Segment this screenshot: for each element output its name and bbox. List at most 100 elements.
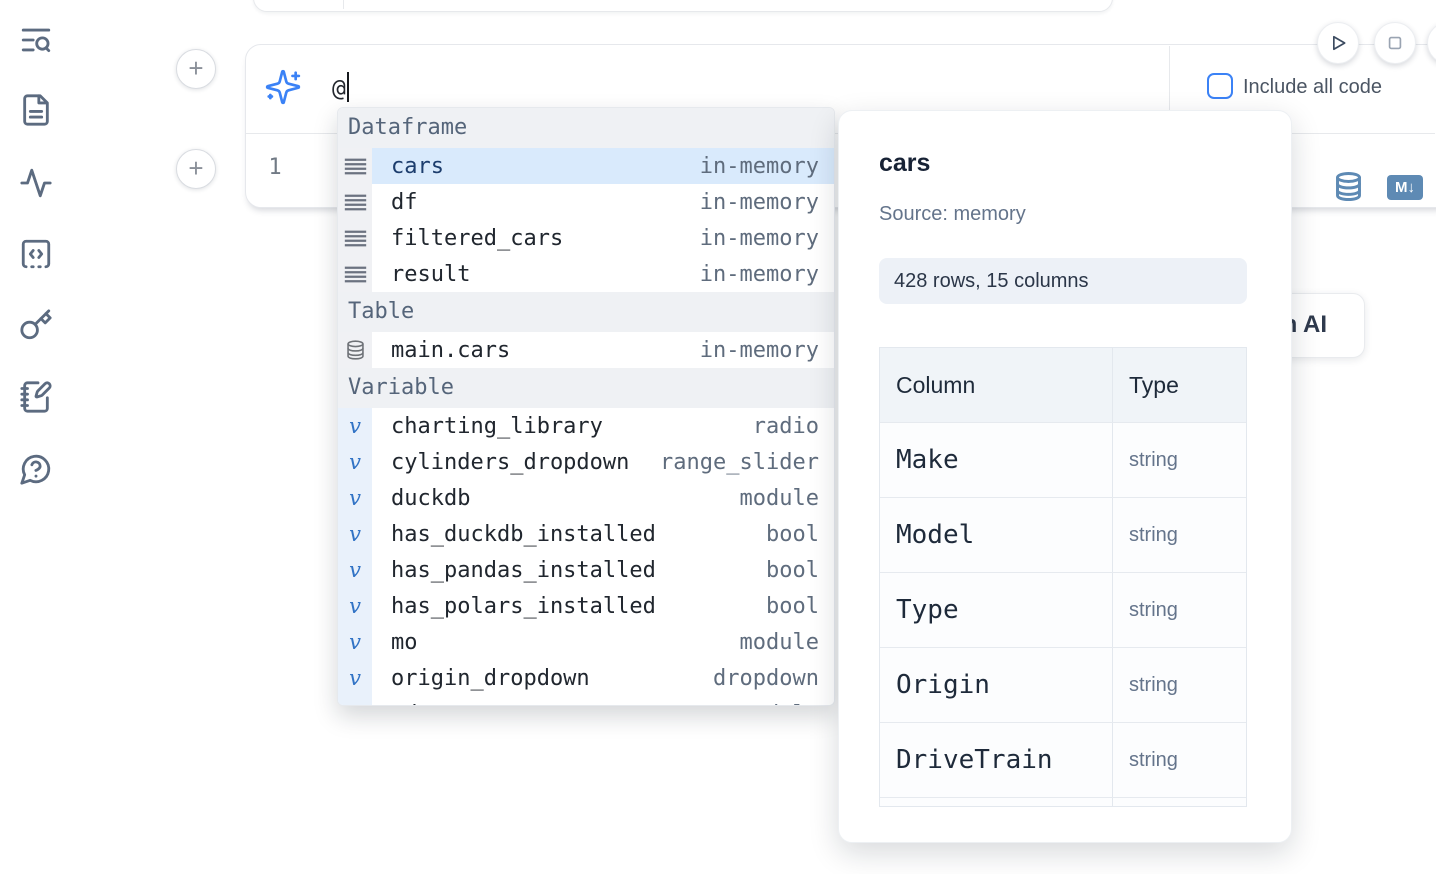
stop-icon xyxy=(1388,36,1402,50)
variable-icon: v xyxy=(338,552,372,588)
item-type: bool xyxy=(766,521,819,547)
activity-icon[interactable] xyxy=(19,166,53,200)
dataframe-rows-icon xyxy=(338,220,372,256)
column-name-cell: Type xyxy=(880,573,1113,647)
autocomplete-item-df[interactable]: df in-memory xyxy=(338,184,834,220)
autocomplete-item-has_duckdb_installed[interactable]: v has_duckdb_installed bool xyxy=(338,516,834,552)
column-type-cell: string xyxy=(1129,748,1178,771)
markdown-icon[interactable]: M↓ xyxy=(1387,175,1423,200)
item-name: pd xyxy=(391,702,687,706)
autocomplete-item-cylinders_dropdown[interactable]: v cylinders_dropdown range_slider xyxy=(338,444,834,480)
key-icon[interactable] xyxy=(19,308,53,342)
item-type: bool xyxy=(766,593,819,619)
autocomplete-item-content: has_polars_installed bool xyxy=(372,588,834,624)
autocomplete-item-origin_dropdown[interactable]: v origin_dropdown dropdown xyxy=(338,660,834,696)
ai-prompt-input[interactable]: @ xyxy=(332,72,350,102)
item-name: main.cars xyxy=(391,337,511,363)
autocomplete-item-content: result in-memory xyxy=(372,256,834,292)
file-text-icon[interactable] xyxy=(19,93,53,127)
popover-source: Source: memory xyxy=(879,203,1026,225)
autocomplete-section-header: Table xyxy=(338,292,834,332)
variable-icon: v xyxy=(338,588,372,624)
autocomplete-item-pd[interactable]: vpdmodule xyxy=(338,696,834,706)
item-name: result xyxy=(391,261,471,287)
item-name: origin_dropdown xyxy=(391,665,590,691)
list-search-icon[interactable] xyxy=(19,23,53,57)
item-name: has_polars_installed xyxy=(391,593,656,619)
variable-icon: v xyxy=(338,516,372,552)
variable-icon: v xyxy=(338,480,372,516)
add-cell-above-button[interactable]: + xyxy=(176,49,216,89)
column-name-cell xyxy=(880,798,1113,806)
item-type: in-memory xyxy=(699,261,819,287)
item-type: radio xyxy=(752,413,819,439)
item-type: dropdown xyxy=(713,665,819,691)
column-type-cell xyxy=(1113,798,1246,806)
include-all-code-label: Include all code xyxy=(1243,76,1382,98)
item-type: in-memory xyxy=(699,225,819,251)
dataframe-rows-icon xyxy=(338,148,372,184)
run-cell-button[interactable] xyxy=(1317,22,1359,64)
autocomplete-item-has_polars_installed[interactable]: v has_polars_installed bool xyxy=(338,588,834,624)
variable-icon: v xyxy=(338,444,372,480)
autocomplete-item-result[interactable]: result in-memory xyxy=(338,256,834,292)
previous-cell-gutter-divider xyxy=(343,0,344,9)
item-type: in-memory xyxy=(699,189,819,215)
column-type-cell: string xyxy=(1129,523,1178,546)
autocomplete-item-content: filtered_cars in-memory xyxy=(372,220,834,256)
item-name: cylinders_dropdown xyxy=(391,449,630,475)
help-icon[interactable] xyxy=(19,452,53,486)
column-name-cell: Model xyxy=(880,498,1113,572)
database-icon[interactable] xyxy=(1333,170,1364,203)
autocomplete-item-filtered_cars[interactable]: filtered_cars in-memory xyxy=(338,220,834,256)
text-caret xyxy=(346,72,350,102)
dataframe-rows-icon xyxy=(338,184,372,220)
include-all-code-checkbox[interactable] xyxy=(1207,73,1233,99)
item-name: has_duckdb_installed xyxy=(391,521,656,547)
item-name: filtered_cars xyxy=(391,225,564,251)
header-cell-column: Column xyxy=(880,348,1113,422)
autocomplete-item-content: has_duckdb_installed bool xyxy=(372,516,834,552)
item-name: mo xyxy=(391,629,418,655)
scratchpad-icon[interactable] xyxy=(19,380,53,414)
variable-icon: v xyxy=(338,624,372,660)
item-type: in-memory xyxy=(699,153,819,179)
variable-icon: v xyxy=(338,660,372,696)
schema-table-row: DriveTrain string xyxy=(880,722,1246,797)
dataframe-preview-popover: cars Source: memory 428 rows, 15 columns… xyxy=(838,110,1292,843)
autocomplete-section-header: Variable xyxy=(338,368,834,408)
item-name: has_pandas_installed xyxy=(391,557,656,583)
column-name-cell: Origin xyxy=(880,648,1113,722)
item-name: df xyxy=(391,189,418,215)
cell-line-number: 1 xyxy=(268,155,282,180)
prompt-right-divider xyxy=(1169,46,1170,133)
prompt-value: @ xyxy=(332,76,346,102)
autocomplete-item-content: origin_dropdown dropdown xyxy=(372,660,834,696)
snippets-icon[interactable] xyxy=(19,237,53,271)
column-name-cell: DriveTrain xyxy=(880,723,1113,797)
variable-icon: v xyxy=(338,696,372,705)
item-type: range_slider xyxy=(660,449,819,475)
stop-button[interactable] xyxy=(1374,22,1416,64)
add-cell-below-button[interactable]: + xyxy=(176,149,216,189)
table-database-icon xyxy=(338,332,372,368)
play-icon xyxy=(1333,35,1346,51)
left-sidebar xyxy=(0,0,72,874)
schema-table-row xyxy=(880,797,1246,806)
